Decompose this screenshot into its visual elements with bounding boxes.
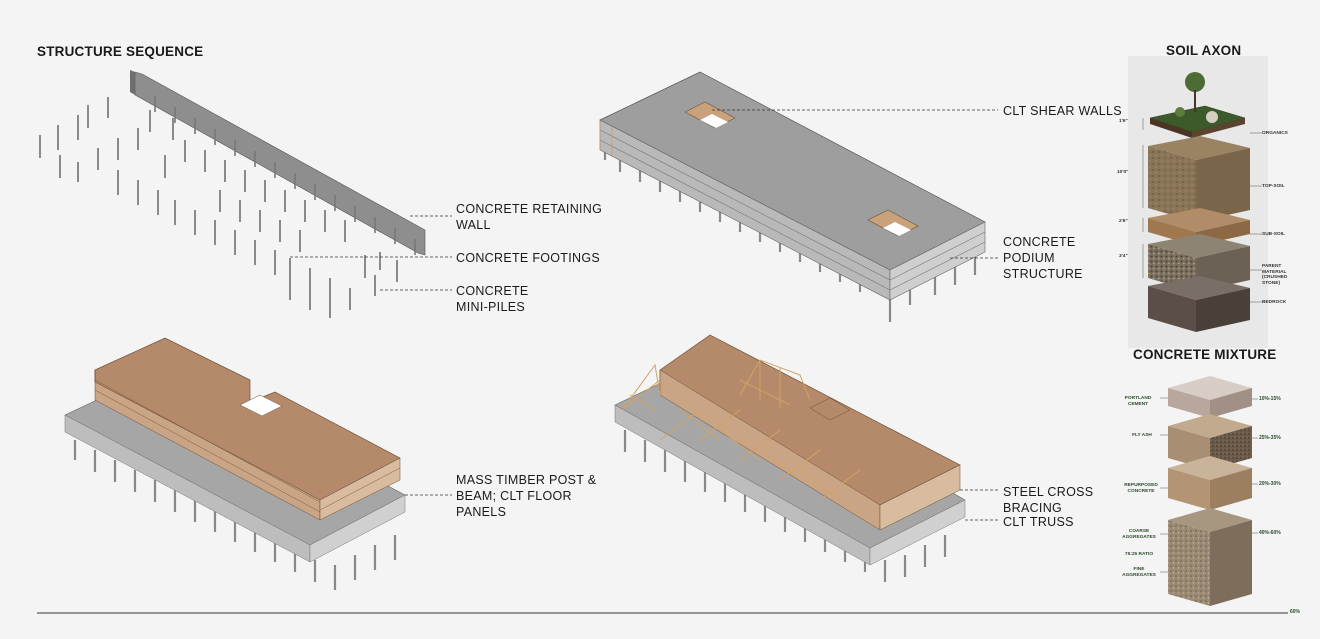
soil-dim-organics: 1'6" [1119, 119, 1128, 124]
diagram-mass-timber [64, 337, 452, 590]
label-fly-ash: FLY ASH [1132, 433, 1152, 438]
steel-cross-bracing [621, 359, 861, 501]
diagram-podium [599, 71, 998, 322]
bedrock-layer [1148, 286, 1196, 332]
tree-canopy [1185, 72, 1205, 92]
mini-piles [39, 97, 398, 318]
callout-cross-bracing: STEEL CROSS BRACING [1003, 485, 1094, 515]
callout-mass-timber: MASS TIMBER POST & BEAM; CLT FLOOR PANEL… [456, 473, 597, 519]
soil-label-parent: PARENT MATERIAL (CRUSHED STONE) [1262, 264, 1288, 286]
pct-repurposed: 20%-30% [1259, 481, 1281, 487]
callout-retaining-wall: CONCRETE RETAINING WALL [456, 202, 603, 232]
callout-podium: CONCRETE PODIUM STRUCTURE [1003, 235, 1083, 281]
coarse-aggregates-layer [1168, 520, 1210, 606]
concrete-mixture-title: CONCRETE MIXTURE [1133, 347, 1277, 362]
label-ratio: 75:25 RATIO [1124, 552, 1154, 557]
pct-coarse: 40%-60% [1259, 530, 1281, 536]
label-fine: FINE AGGREGATES [1122, 567, 1156, 578]
callout-shear-walls: CLT SHEAR WALLS [1003, 104, 1122, 118]
callout-mini-piles: CONCRETE MINI-PILES [456, 284, 529, 314]
concrete-mixture-diagram [1160, 376, 1258, 606]
soil-axon-title: SOIL AXON [1166, 43, 1242, 58]
label-coarse: COARSE AGGREGATES [1122, 529, 1156, 540]
soil-label-topsoil: TOP-SOIL [1262, 184, 1285, 189]
diagram-foundation [39, 70, 452, 318]
soil-label-subsoil: SUB-SOIL [1262, 232, 1285, 237]
callout-clt-truss: CLT TRUSS [1003, 515, 1074, 529]
footer-pct: 60% [1290, 609, 1301, 615]
structure-sequence-title: STRUCTURE SEQUENCE [37, 44, 204, 59]
pct-fly-ash: 25%-35% [1259, 435, 1281, 441]
soil-axon-diagram [1128, 56, 1268, 348]
pct-portland: 10%-15% [1259, 396, 1281, 402]
portland-cement-layer [1168, 388, 1210, 418]
soil-dim-parent: 3'4" [1119, 254, 1128, 259]
repurposed-concrete-layer [1168, 468, 1210, 510]
soil-label-bedrock: BEDROCK [1262, 300, 1287, 305]
soil-label-organics: ORGANICS [1262, 131, 1288, 136]
label-repurposed: REPURPOSED CONCRETE [1124, 483, 1158, 494]
diagram-cross-bracing [614, 334, 998, 582]
top-soil-layer [1148, 146, 1196, 222]
soil-dim-topsoil: 10'0" [1117, 170, 1129, 175]
soil-dim-subsoil: 2'6" [1119, 219, 1128, 224]
label-portland-cement: PORTLAND CEMENT [1124, 396, 1152, 407]
callout-footings: CONCRETE FOOTINGS [456, 251, 600, 265]
